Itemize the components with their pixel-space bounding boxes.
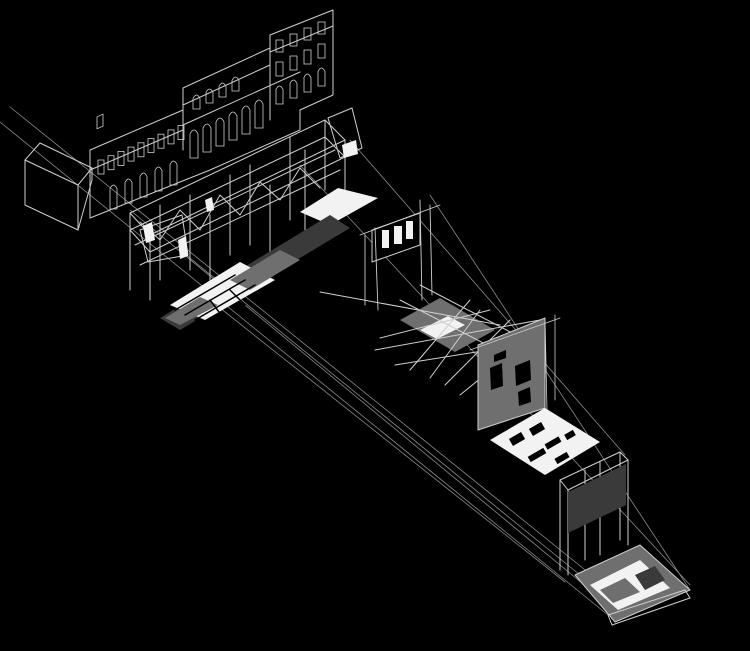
facade-window	[289, 79, 298, 99]
projection-lines	[0, 106, 691, 616]
white-floor-slab	[300, 188, 378, 225]
facade-window	[157, 133, 165, 149]
facade-window	[117, 150, 125, 166]
facade-window	[169, 160, 178, 186]
facade-window	[205, 88, 214, 104]
facade-window	[289, 55, 298, 71]
facade-window	[289, 33, 298, 47]
facade-window	[189, 129, 199, 159]
facade-window	[192, 94, 201, 110]
facade-window	[275, 61, 284, 77]
frame-highlight-volumes	[143, 140, 358, 259]
facade-window	[231, 76, 240, 92]
facade-window	[147, 138, 155, 153]
facade-window	[109, 184, 118, 210]
facade-window	[254, 99, 264, 129]
facade-window	[167, 129, 175, 145]
ground-plan-hatch	[174, 274, 256, 321]
facade-window	[154, 166, 163, 192]
facade-window	[137, 142, 145, 158]
facade-windows	[96, 113, 104, 130]
facade-window	[107, 155, 115, 171]
annex-block	[24, 142, 93, 231]
facade-window	[218, 82, 227, 98]
facade-window	[127, 146, 135, 162]
facade-window	[97, 159, 105, 175]
wall-panel-upper-frame	[359, 199, 441, 311]
facade-window-set	[97, 21, 326, 210]
facade-window	[202, 123, 212, 153]
facade-window	[228, 111, 238, 141]
facade-window	[303, 49, 312, 65]
facade-window	[303, 27, 312, 41]
facade-window	[139, 172, 148, 198]
bottom-site-plate-edge	[574, 544, 691, 626]
lower-plan-plate	[490, 408, 600, 475]
wall-panel-lower-frame	[469, 314, 561, 431]
bottom-dark-block	[568, 464, 626, 533]
facade-window	[317, 43, 326, 59]
facade-window	[317, 21, 326, 35]
facade-window	[275, 85, 284, 105]
windows-row-lower	[96, 113, 104, 130]
facade-window	[317, 67, 326, 87]
facade-window	[124, 178, 133, 204]
facade-window	[215, 117, 225, 147]
facade-window	[241, 105, 251, 135]
facade-outline	[89, 9, 334, 219]
historic-facade	[24, 9, 334, 231]
facade-window	[303, 73, 312, 93]
facade-window	[275, 39, 284, 53]
facade-window	[177, 125, 185, 140]
